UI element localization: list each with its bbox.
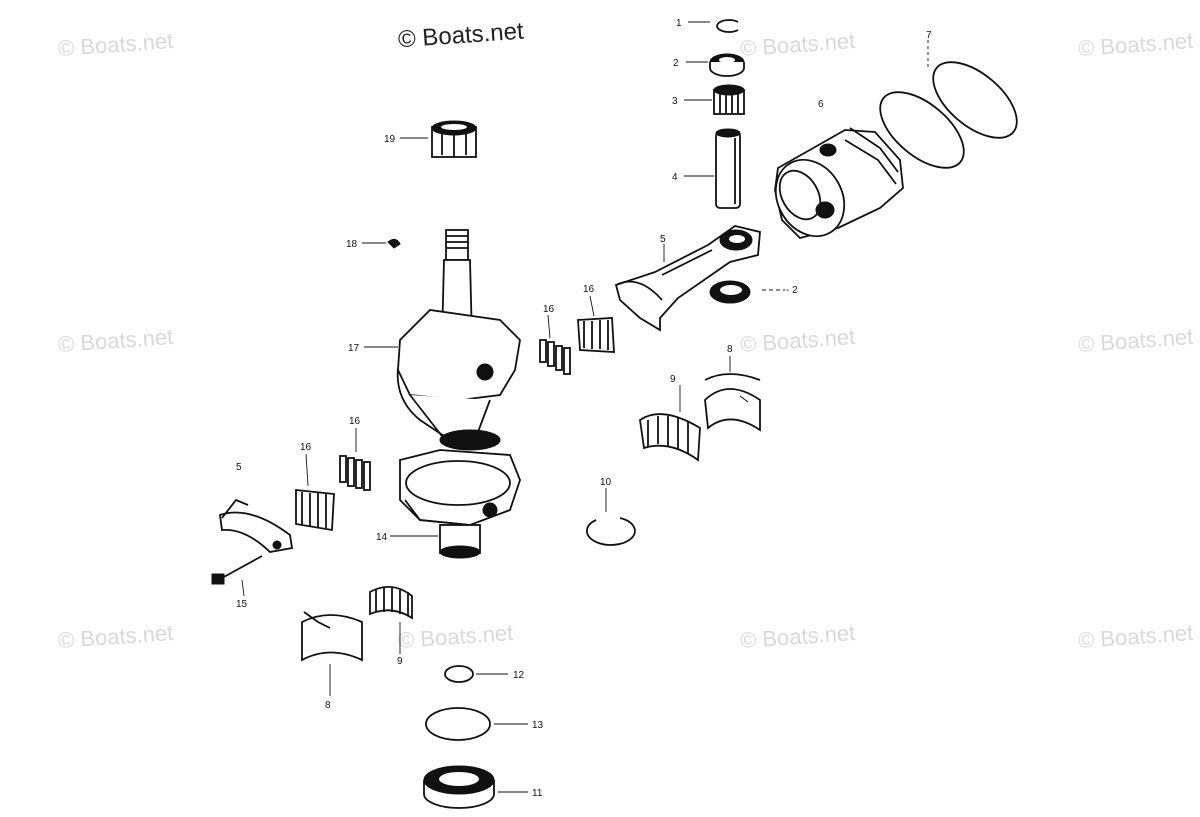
callout-5-cap: 5	[236, 462, 242, 473]
part-rod-cap[interactable]	[219, 498, 294, 553]
callout-16-c: 16	[349, 416, 361, 427]
part-needle-rollers-upper[interactable]	[539, 339, 571, 375]
callout-9-left: 9	[397, 656, 403, 667]
callout-10: 10	[600, 477, 612, 488]
callout-5-rod: 5	[660, 234, 666, 245]
callout-16-d: 16	[300, 442, 312, 453]
part-crankshaft[interactable]	[396, 229, 521, 559]
part-thrust-washer-bottom[interactable]	[709, 280, 751, 304]
callout-8-right: 8	[727, 344, 733, 355]
part-bearing-liner-right[interactable]	[704, 373, 761, 432]
callout-17: 17	[348, 343, 360, 354]
part-piston-pin[interactable]	[715, 128, 741, 209]
callout-18: 18	[346, 239, 358, 250]
callout-15: 15	[236, 599, 248, 610]
leader-lines	[241, 21, 929, 793]
callout-12: 12	[513, 670, 525, 681]
callout-1: 1	[676, 18, 682, 29]
callout-6: 6	[818, 99, 824, 110]
part-bearing-cage-left[interactable]	[369, 586, 413, 620]
callout-7: 7	[926, 30, 932, 41]
callout-16-a: 16	[543, 304, 555, 315]
part-needle-bearing-piston-pin[interactable]	[713, 84, 745, 115]
part-woodruff-key[interactable]	[387, 238, 401, 249]
callout-2-bottom: - 2	[786, 285, 798, 296]
part-crankshaft-bearing-top[interactable]	[431, 120, 477, 158]
part-o-ring-small[interactable]	[444, 665, 474, 683]
callout-13: 13	[532, 720, 544, 731]
callout-14: 14	[376, 532, 388, 543]
callout-9-right: 9	[670, 374, 676, 385]
part-needle-bearing-cage-main[interactable]	[295, 489, 335, 532]
callout-8-left: 8	[325, 700, 331, 711]
part-needle-bearing-cage-rod[interactable]	[577, 317, 615, 353]
callout-3: 3	[672, 96, 678, 107]
part-oil-seal[interactable]	[423, 765, 495, 809]
part-piston[interactable]	[762, 127, 904, 249]
callout-labels: 1 2 3 4 5 - 2 6 7 19 18 17 16 16 16 16 8…	[236, 18, 932, 799]
part-retaining-ring[interactable]	[586, 517, 636, 546]
part-bearing-liner-left[interactable]	[301, 611, 363, 662]
part-thrust-washer-top[interactable]	[709, 53, 745, 77]
part-o-ring-large[interactable]	[425, 707, 491, 741]
part-needle-rollers-lower[interactable]	[339, 455, 371, 491]
part-bearing-cage-right[interactable]	[639, 413, 701, 462]
callout-4: 4	[672, 172, 678, 183]
callout-19: 19	[384, 134, 396, 145]
part-cap-screw[interactable]	[211, 555, 263, 585]
part-connecting-rod[interactable]	[614, 225, 761, 332]
callout-11: 11	[532, 788, 543, 799]
callout-16-b: 16	[583, 284, 595, 295]
part-piston-rings[interactable]	[867, 48, 1030, 182]
callout-2-top: 2	[673, 58, 679, 69]
part-retaining-clip[interactable]	[716, 19, 739, 33]
